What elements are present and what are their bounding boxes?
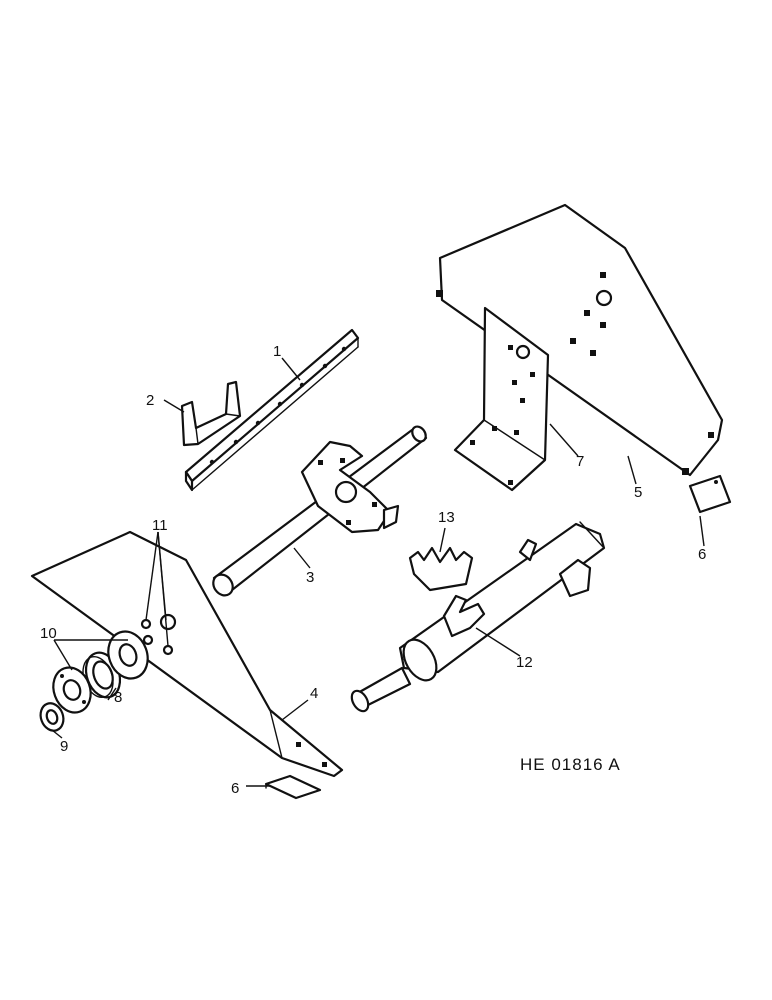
callout-5: 5 [634,484,642,501]
callout-11: 11 [152,517,168,534]
callout-13: 13 [438,509,455,526]
drawing-reference-code: HE 01816 A [520,755,621,774]
callout-2: 2 [146,392,154,409]
part-6-plate-right [688,474,732,514]
callout-7: 7 [576,453,584,470]
callout-8: 8 [114,689,122,706]
leader-lines [51,357,705,787]
callout-12: 12 [516,654,533,671]
part-4-side-panel [30,530,344,778]
part-12-axle-tube [350,521,606,713]
part-13-notched-plate [408,546,474,592]
callout-6-lower: 6 [231,780,239,797]
part-1-flat-bar [184,328,360,492]
part-7-angle-bracket [453,306,550,492]
part-5-side-panel [436,203,724,477]
callout-4: 4 [310,685,318,702]
callout-10: 10 [40,625,57,642]
callout-3: 3 [306,569,314,586]
callout-9: 9 [60,738,68,755]
part-3-shaft-with-flange [212,425,428,597]
callout-6-right: 6 [698,546,706,563]
callout-labels: 1 2 3 4 5 6 7 8 9 10 11 12 13 6 [40,343,706,797]
part-2-u-bracket [180,380,242,447]
part-9-collar [39,702,65,732]
part-10-flange-plates [52,630,149,714]
callout-1: 1 [273,343,281,360]
part-6-plate-lower [264,774,322,800]
